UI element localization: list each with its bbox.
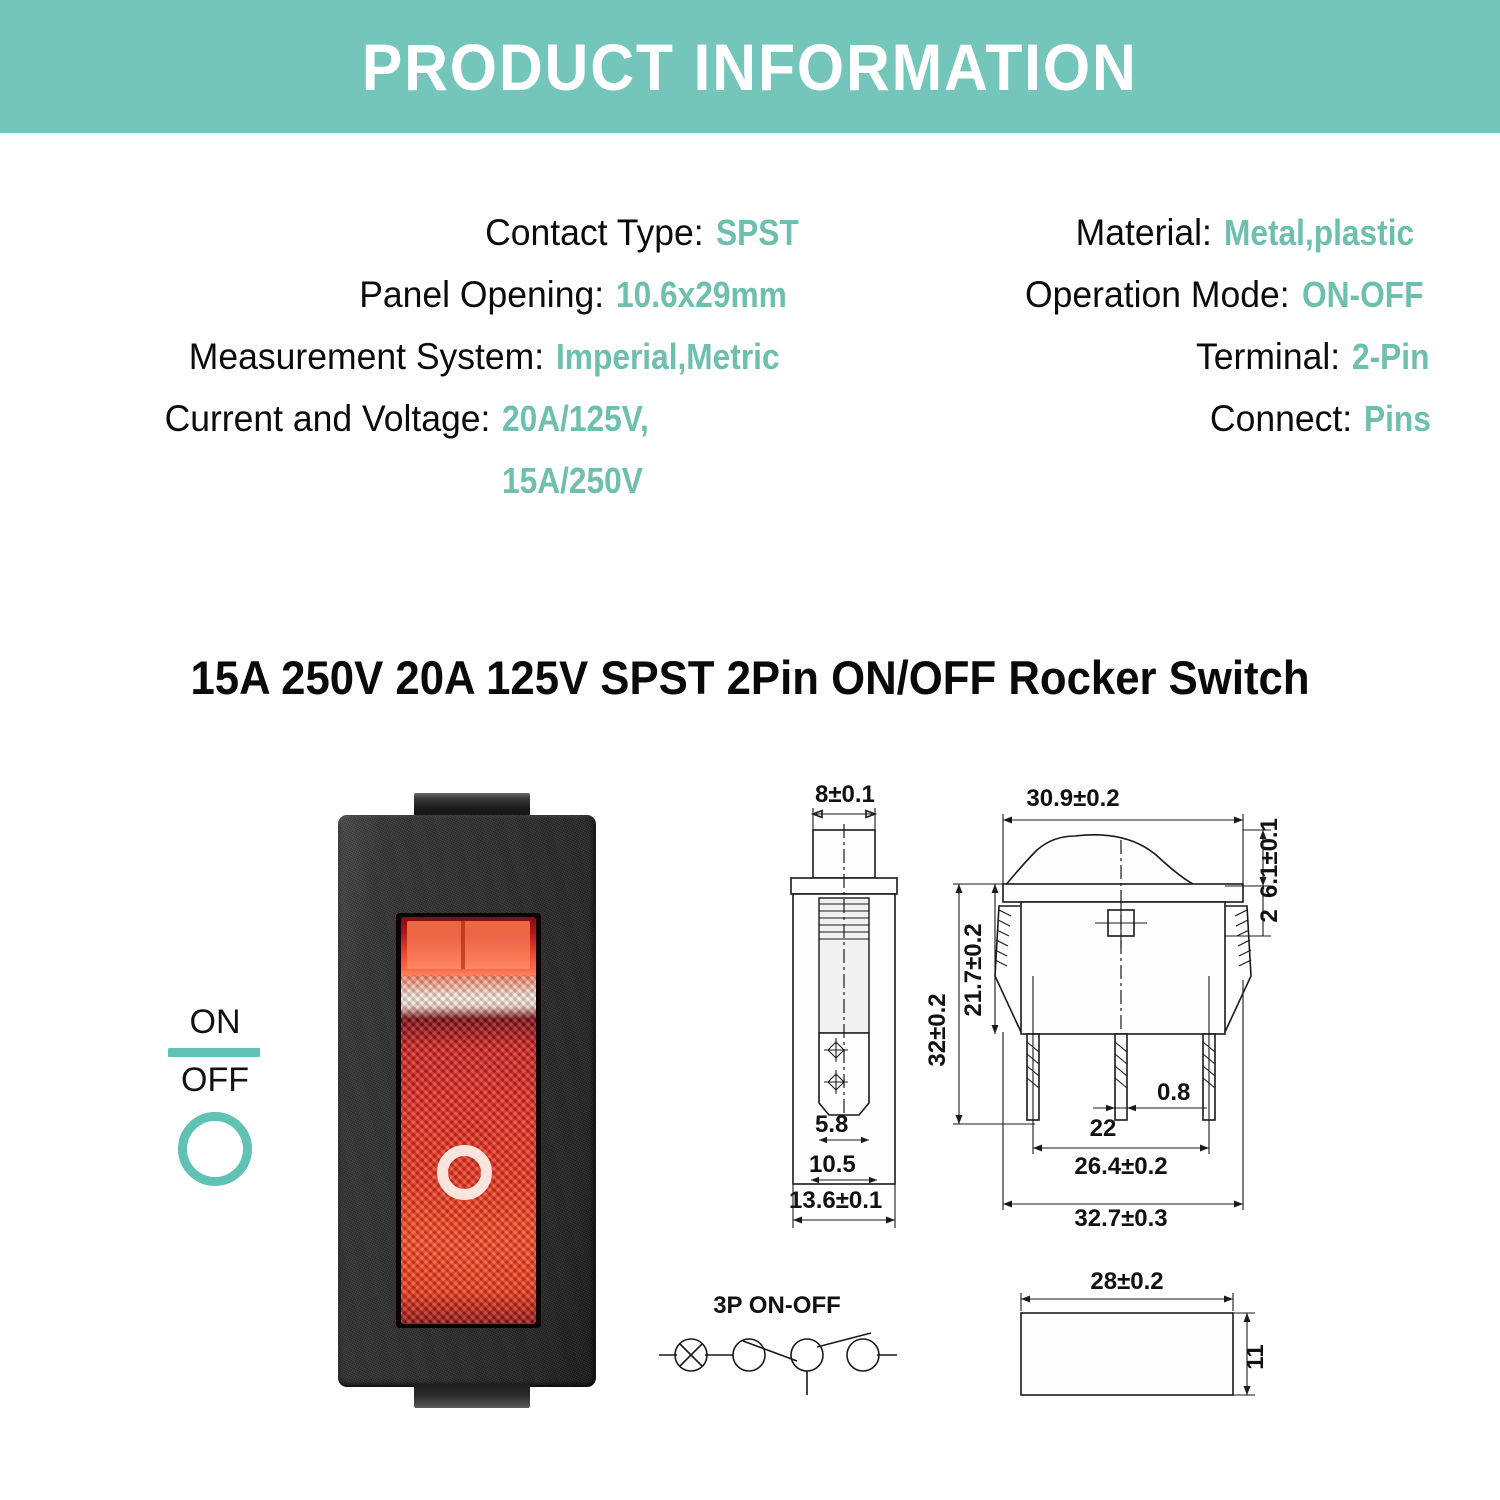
dim-label-front-top-width: 30.9±0.2	[1026, 785, 1119, 812]
spec-value: Imperial,Metric	[555, 336, 780, 377]
spec-value: Pins	[1363, 398, 1431, 439]
spec-label: Measurement System:	[188, 336, 544, 377]
spec-row-operation-mode: Operation Mode: ON-OFF	[810, 274, 1500, 336]
spec-row-panel-opening: Panel Opening: 10.6x29mm	[0, 274, 810, 336]
spec-row-material: Material: Metal,plastic	[810, 212, 1500, 274]
spec-label: Connect:	[1209, 398, 1352, 439]
spec-label: Terminal:	[1195, 336, 1340, 377]
dim-label-front-clip-span: 26.4±0.2	[1074, 1153, 1167, 1180]
mounting-tab-top	[414, 793, 530, 817]
circuit-title: 3P ON-OFF	[713, 1292, 841, 1319]
circle-icon	[178, 1112, 252, 1187]
spec-label: Material:	[1075, 212, 1212, 253]
spec-value: Metal,plastic	[1223, 212, 1415, 253]
spec-label: Current and Voltage:	[164, 398, 490, 439]
dim-label-front-pin-pitch: 22	[1090, 1115, 1117, 1142]
spec-column-left: Contact Type: SPST Panel Opening: 10.6x2…	[0, 212, 810, 501]
bar-icon	[168, 1047, 260, 1057]
drawing-side-view: 8±0.1	[755, 780, 965, 1265]
spec-label: Panel Opening:	[358, 274, 604, 315]
circle-o-symbol-icon	[437, 1145, 492, 1200]
spec-value: SPST	[715, 212, 799, 253]
spec-row-measurement-system: Measurement System: Imperial,Metric	[0, 336, 810, 398]
spec-row-terminal: Terminal: 2-Pin	[810, 336, 1500, 398]
on-off-legend: ON OFF	[160, 1003, 310, 1187]
spec-value: 20A/125V,	[502, 398, 649, 439]
dim-label-side-pin-width: 5.8	[815, 1111, 848, 1138]
drawing-circuit-diagram: 3P ON-OFF	[645, 1285, 910, 1435]
dim-label-front-overall-height: 32±0.2	[925, 993, 951, 1066]
spec-row-contact-type: Contact Type: SPST	[0, 212, 810, 274]
spec-value: 10.6x29mm	[615, 274, 787, 315]
dim-label-side-top: 8±0.1	[815, 781, 875, 808]
rocker-top-highlight	[407, 921, 530, 969]
spec-label: Contact Type:	[485, 212, 704, 253]
dim-label-front-flange: 2	[1256, 909, 1283, 922]
drawing-front-view: 30.9±0.2	[924, 780, 1300, 1275]
dim-label-front-pin-thickness: 0.8	[1157, 1079, 1190, 1106]
spec-value-line2: 15A/250V	[502, 460, 643, 501]
rocker-paddle[interactable]	[401, 917, 536, 1324]
dim-label-front-flange-width: 32.7±0.3	[1074, 1205, 1167, 1232]
specifications-block: Contact Type: SPST Panel Opening: 10.6x2…	[0, 212, 1500, 501]
dim-label-front-body-height: 21.7±0.2	[960, 923, 987, 1016]
page-title: PRODUCT INFORMATION	[362, 29, 1138, 104]
rocker-hinge-line	[461, 921, 465, 969]
mounting-tab-bottom	[414, 1384, 530, 1408]
off-label: OFF	[181, 1060, 249, 1099]
header-banner: PRODUCT INFORMATION	[0, 0, 1500, 133]
dim-label-front-cap-height: 6.1±0.1	[1256, 818, 1283, 898]
spec-row-connect: Connect: Pins	[810, 398, 1500, 460]
switch-window	[396, 913, 541, 1328]
product-title: 15A 250V 20A 125V SPST 2Pin ON/OFF Rocke…	[190, 651, 1310, 704]
spec-column-right: Material: Metal,plastic Operation Mode: …	[810, 212, 1500, 460]
spec-value: ON-OFF	[1302, 274, 1424, 315]
dim-label-cutout-width: 28±0.2	[1090, 1268, 1163, 1295]
drawing-panel-cutout: 28±0.2 11	[985, 1265, 1285, 1435]
on-label: ON	[189, 1003, 241, 1041]
spec-label: Operation Mode:	[1025, 274, 1291, 315]
switch-bezel	[338, 815, 596, 1387]
spec-row-current-voltage: Current and Voltage: 20A/125V, 15A/250V	[0, 398, 810, 501]
spec-value: 2-Pin	[1351, 336, 1430, 377]
rocker-switch-photo	[338, 793, 596, 1408]
dim-label-side-overall: 13.6±0.1	[789, 1187, 882, 1214]
dim-label-cutout-height: 11	[1242, 1344, 1269, 1369]
dim-label-side-body-width: 10.5	[809, 1151, 856, 1178]
spec-value-group: 20A/125V, 15A/250V	[490, 398, 810, 502]
